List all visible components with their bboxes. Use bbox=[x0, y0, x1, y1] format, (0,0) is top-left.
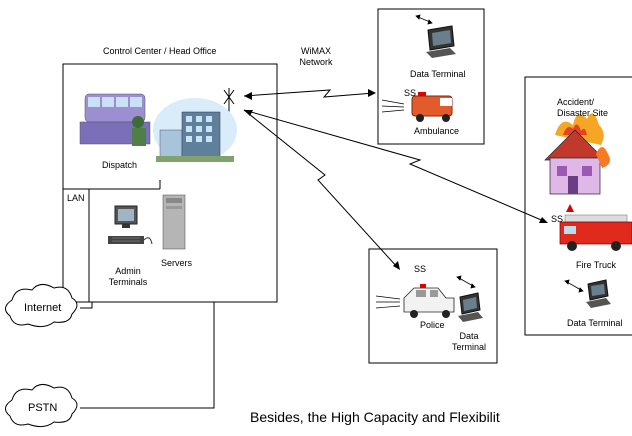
accident-site-title: Accident/ Disaster Site bbox=[557, 97, 609, 118]
admin-terminals-label: Admin Terminals bbox=[108, 266, 148, 287]
police-label: Police bbox=[420, 320, 445, 330]
control-center-title: Control Center / Head Office bbox=[103, 46, 217, 56]
dispatch-icon bbox=[79, 93, 151, 146]
firetruck-terminal-label: Data Terminal bbox=[567, 318, 623, 328]
laptop-icon bbox=[586, 279, 611, 308]
police-ss-label: SS bbox=[414, 264, 427, 274]
pstn-link bbox=[80, 302, 215, 409]
wireless-signal-icon bbox=[456, 275, 476, 289]
wireless-link-firetruck bbox=[243, 109, 547, 223]
wimax-network-label: WiMAX Network bbox=[299, 46, 333, 67]
internet-cloud bbox=[5, 284, 78, 328]
caption-text: Besides, the High Capacity and Flexibili… bbox=[250, 409, 500, 425]
ambulance-terminal-label: Data Terminal bbox=[410, 69, 466, 79]
pstn-label: PSTN bbox=[28, 402, 58, 414]
wireless-link-police bbox=[243, 109, 399, 269]
servers-label: Servers bbox=[161, 258, 193, 268]
accident-site-box bbox=[524, 76, 632, 336]
server-icon bbox=[162, 194, 186, 250]
computer-icon bbox=[108, 205, 153, 245]
firetruck-ss-label: SS bbox=[551, 214, 564, 224]
fire-truck-icon bbox=[559, 204, 632, 251]
ambulance-label: Ambulance bbox=[414, 126, 460, 136]
laptop-icon bbox=[458, 292, 483, 322]
police-box bbox=[368, 248, 498, 364]
police-terminal-label: Data Terminal bbox=[451, 331, 486, 352]
pstn-cloud bbox=[5, 384, 78, 428]
wireless-signal-icon bbox=[415, 14, 433, 25]
ambulance-icon bbox=[381, 92, 453, 122]
control-center-box bbox=[62, 63, 278, 303]
internet-link bbox=[80, 302, 93, 309]
wireless-link-ambulance bbox=[243, 89, 375, 98]
ambulance-box bbox=[377, 8, 485, 145]
laptop-icon bbox=[426, 25, 456, 58]
burning-house-icon bbox=[544, 113, 610, 195]
ambulance-ss-label: SS bbox=[404, 88, 417, 98]
lan-label: LAN bbox=[67, 193, 85, 203]
dispatch-label: Dispatch bbox=[102, 160, 138, 170]
wireless-signal-icon bbox=[564, 279, 584, 293]
internet-label: Internet bbox=[24, 302, 62, 314]
police-car-icon bbox=[375, 284, 455, 318]
antenna-icon bbox=[223, 88, 235, 112]
fire-truck-label: Fire Truck bbox=[576, 260, 617, 270]
office-building-icon bbox=[153, 98, 237, 162]
